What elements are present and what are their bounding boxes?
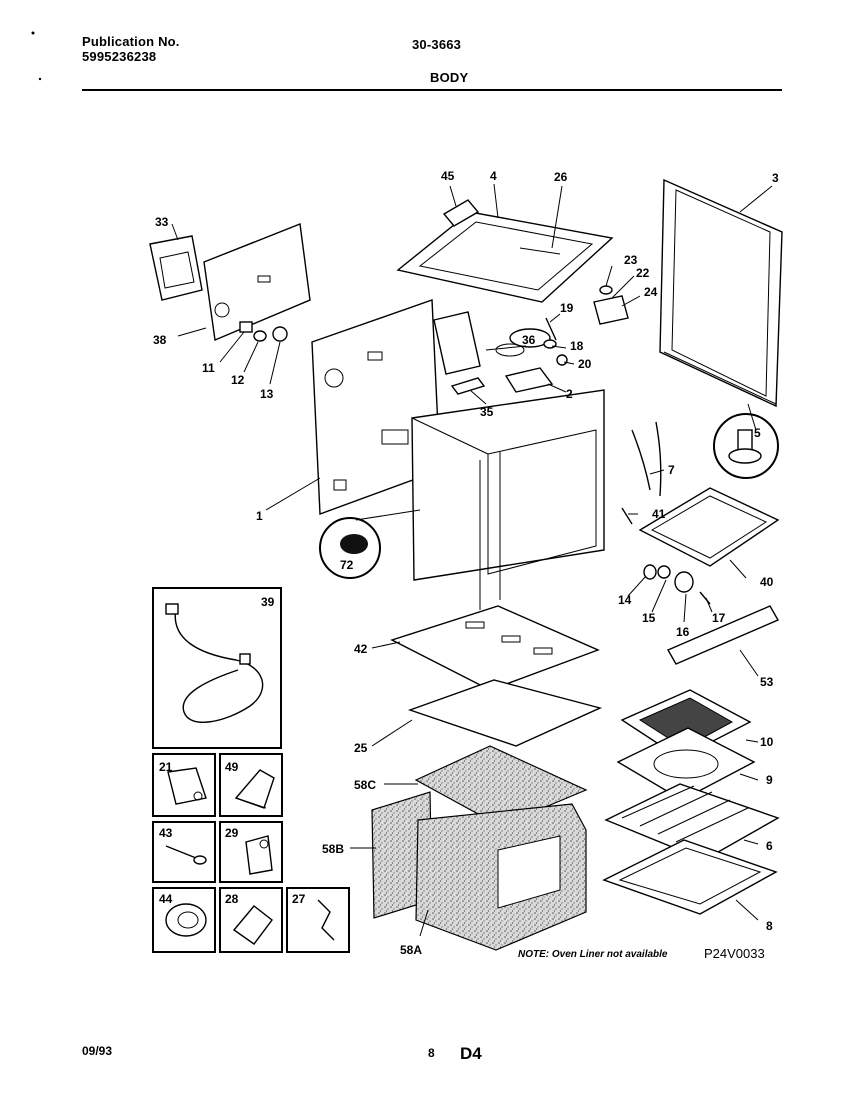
publication-label: Publication No.	[82, 34, 180, 49]
part-42-bottom-panel	[390, 605, 600, 691]
part-36-burner-cap-assembly	[433, 311, 551, 375]
label-58a: 58A	[400, 943, 422, 957]
part-4-cooktop-support	[396, 211, 614, 303]
label-53: 53	[760, 675, 774, 689]
label-11: 11	[202, 361, 215, 375]
label-5: 5	[754, 426, 761, 440]
label-26: 26	[554, 170, 568, 184]
label-39: 39	[261, 595, 275, 609]
part-3-door-panel	[659, 178, 783, 408]
label-49: 49	[225, 760, 239, 774]
label-40: 40	[760, 575, 774, 589]
model-number: 30-3663	[412, 37, 462, 52]
label-8: 8	[766, 919, 773, 933]
label-35: 35	[480, 405, 494, 419]
leader-lines	[171, 183, 773, 937]
footer-date: 09/93	[82, 1044, 113, 1058]
label-16: 16	[676, 625, 690, 639]
label-44: 44	[159, 892, 173, 906]
inset-44-knob	[152, 887, 216, 953]
parts-22-23-24-hinge	[593, 285, 629, 325]
scan-speck	[31, 31, 35, 35]
part-72-grommet	[319, 517, 381, 579]
parts-18-19-20-screws	[543, 317, 568, 366]
label-1: 1	[256, 509, 263, 523]
label-27: 27	[292, 892, 306, 906]
part-45-bracket	[442, 199, 480, 227]
section-title: BODY	[430, 70, 469, 85]
label-36: 36	[522, 333, 536, 347]
inset-27-wire-clip	[286, 887, 350, 953]
part-33-control-housing	[149, 235, 203, 301]
label-10: 10	[760, 735, 774, 749]
label-21: 21	[159, 760, 173, 774]
inset-29-clamp	[219, 821, 283, 883]
label-28: 28	[225, 892, 239, 906]
part-35-spacer	[450, 377, 486, 395]
label-43: 43	[159, 826, 173, 840]
footer-page-number: 8	[428, 1046, 435, 1060]
range-body-frame	[411, 389, 605, 610]
label-22: 22	[636, 266, 650, 280]
label-25: 25	[354, 741, 368, 755]
part-8-drawer-liner	[602, 839, 778, 915]
label-18: 18	[570, 339, 584, 353]
part-53-rail	[667, 605, 779, 665]
label-17: 17	[712, 611, 726, 625]
label-72: 72	[340, 558, 354, 572]
label-29: 29	[225, 826, 239, 840]
part-number-labels: 33 38 11 12 13 45 4 26 3 23 22 24 19 36 …	[153, 169, 779, 957]
inset-21-clip	[152, 753, 216, 817]
part-40-drawer-slide	[638, 487, 780, 567]
footer-page-code: D4	[460, 1044, 482, 1063]
label-24: 24	[644, 285, 658, 299]
parts-11-12-13-fasteners	[239, 321, 288, 342]
label-6: 6	[766, 839, 773, 853]
part-38-rear-panel	[203, 223, 311, 341]
part-58c-insulation-top	[414, 745, 588, 827]
inset-43-screw	[152, 821, 216, 883]
part-2-bracket	[504, 367, 554, 393]
label-33: 33	[155, 215, 169, 229]
label-41: 41	[652, 507, 666, 521]
inset-49-bracket	[219, 753, 283, 817]
part-5-leveling-leg	[713, 413, 779, 479]
label-12: 12	[231, 373, 245, 387]
label-19: 19	[560, 301, 574, 315]
part-58a-insulation-wrap	[415, 803, 587, 951]
publication-number: 5995236238	[82, 49, 157, 64]
label-45: 45	[441, 169, 455, 183]
diagram-note: NOTE: Oven Liner not available	[518, 949, 668, 960]
label-2: 2	[566, 387, 573, 401]
scan-speck	[38, 77, 42, 81]
label-13: 13	[260, 387, 274, 401]
inset-39-power-cord	[152, 587, 282, 749]
label-4: 4	[490, 169, 497, 183]
parts-7-41-wiring	[621, 421, 662, 525]
part-9-broiler-pan	[616, 727, 756, 801]
label-9: 9	[766, 773, 773, 787]
figure-code: P24V0033	[704, 946, 765, 961]
part-25-oven-bottom	[407, 679, 603, 747]
inset-28-spring-clip	[219, 887, 283, 953]
label-20: 20	[578, 357, 592, 371]
label-15: 15	[642, 611, 656, 625]
label-42: 42	[354, 642, 368, 656]
label-38: 38	[153, 333, 167, 347]
label-3: 3	[772, 171, 779, 185]
label-14: 14	[618, 593, 632, 607]
label-58c: 58C	[354, 778, 376, 792]
label-58b: 58B	[322, 842, 344, 856]
label-23: 23	[624, 253, 638, 267]
parts-14-17-knobs	[643, 564, 711, 605]
label-7: 7	[668, 463, 675, 477]
header-rule	[82, 89, 782, 91]
